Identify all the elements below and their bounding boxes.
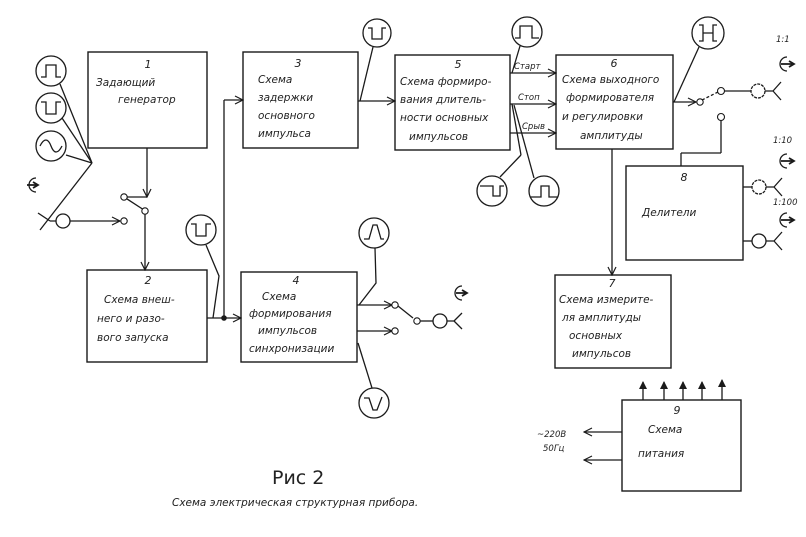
block-2-line-3: вого запуска (97, 332, 169, 344)
block-2-line-1: Схема внеш- (104, 294, 175, 306)
sync-pulse-positive-waveform-icon (358, 217, 390, 306)
block-7-line-2: ля амплитуды (561, 312, 641, 324)
block-9-number: 9 (674, 404, 681, 417)
block-7-line-4: импульсов (572, 348, 631, 360)
block-6-output-former: 6 Схема выходного формирователя и регули… (555, 54, 674, 150)
power-voltage-label: ~220В (537, 430, 566, 440)
block-5-duration-former: 5 Схема формиро- вания длитель- ности ос… (394, 54, 511, 151)
input-arrow-symbol-icon (27, 177, 40, 193)
figure-number: Рис 2 (272, 467, 324, 489)
block-6-line-3: и регулировки (562, 111, 643, 123)
block-3-number: 3 (295, 57, 302, 70)
block-4-line-4: синхронизации (249, 343, 334, 355)
sync-output-connector-icon (432, 312, 463, 330)
signal-label-break: Срыв (522, 122, 545, 132)
block-6-line-4: амплитуды (580, 130, 643, 142)
attenuator-label-1-1: 1:1 (776, 35, 790, 45)
negative-pulse-waveform-icon (476, 103, 522, 207)
block-3-line-3: основного (258, 110, 315, 122)
signal-label-stop: Стоп (518, 93, 540, 103)
block-2-line-2: него и разо- (97, 313, 165, 325)
block-6-line-2: формирователя (566, 92, 654, 104)
external-input-connector-icon (37, 212, 71, 229)
block-1-number: 1 (145, 58, 152, 71)
block-9-line-2: питания (638, 448, 684, 460)
output-connector-1-10-icon (751, 177, 783, 197)
block-5-line-2: вания длитель- (400, 94, 486, 106)
output-arrow-symbol-1-10-icon (779, 153, 796, 169)
block-4-line-2: формирования (249, 308, 332, 320)
negative-pulse-waveform-icon (359, 18, 392, 102)
positive-pulse-waveform-icon (35, 55, 67, 87)
negative-pulse-waveform-icon (35, 92, 67, 124)
block-3-delay: 3 Схема задержки основного импульса (242, 51, 359, 149)
attenuator-label-1-100: 1:100 (773, 198, 798, 208)
output-connector-1-1-icon (750, 81, 782, 101)
block-7-amplitude-meter: 7 Схема измерите- ля амплитуды основных … (554, 274, 672, 369)
block-8-line-1: Делители (641, 207, 696, 219)
negative-pulse-waveform-icon (185, 214, 220, 319)
block-1-line-1: Задающий (96, 77, 155, 89)
block-5-number: 5 (455, 58, 462, 71)
block-3-line-1: Схема (258, 74, 292, 86)
block-7-line-3: основных (569, 330, 623, 342)
sync-output-arrow-symbol-icon (454, 285, 469, 301)
block-1-master-generator: 1 Задающий генератор (87, 51, 208, 149)
output-arrow-symbol-1-100-icon (779, 212, 796, 228)
sine-waveform-icon (35, 130, 67, 162)
input-leader-lines (39, 83, 93, 231)
block-6-line-1: Схема выходного (562, 74, 659, 86)
sync-pulse-negative-waveform-icon (357, 342, 390, 419)
block-2-external-trigger: 2 Схема внеш- него и разо- вого запуска (86, 269, 208, 363)
positive-pulse-waveform-icon (513, 104, 560, 207)
block-4-sync-former: 4 Схема формирования импульсов синхрониз… (240, 271, 358, 363)
power-frequency-label: 50Гц (543, 444, 565, 454)
block-9-line-1: Схема (648, 424, 682, 436)
signal-label-start: Старт (514, 62, 541, 72)
block-5-line-1: Схема формиро- (400, 76, 492, 88)
block-4-number: 4 (293, 274, 300, 287)
block-6-number: 6 (611, 57, 618, 70)
block-8-number: 8 (681, 171, 688, 184)
block-5-line-3: ности основных (400, 112, 489, 124)
attenuator-label-1-10: 1:10 (773, 136, 792, 146)
block-7-number: 7 (609, 277, 616, 290)
positive-pulse-waveform-icon (511, 16, 543, 74)
block-7-line-1: Схема измерите- (559, 294, 654, 306)
block-4-line-1: Схема (262, 291, 296, 303)
block-5-line-4: импульсов (409, 131, 468, 143)
bipolar-pulse-waveform-icon (673, 16, 725, 103)
block-3-line-2: задержки (258, 92, 313, 104)
output-connector-1-100-icon (751, 231, 783, 251)
figure-caption: Схема электрическая структурная прибора. (172, 497, 418, 509)
block-9-power-supply: 9 Схема питания (621, 399, 742, 492)
block-4-line-3: импульсов (258, 325, 317, 337)
block-1-line-2: генератор (118, 94, 176, 106)
block-3-line-4: импульса (258, 128, 311, 140)
block-8-dividers: 8 Делители (625, 165, 744, 261)
output-arrow-symbol-1-1-icon (779, 56, 796, 72)
block-2-number: 2 (145, 274, 152, 287)
